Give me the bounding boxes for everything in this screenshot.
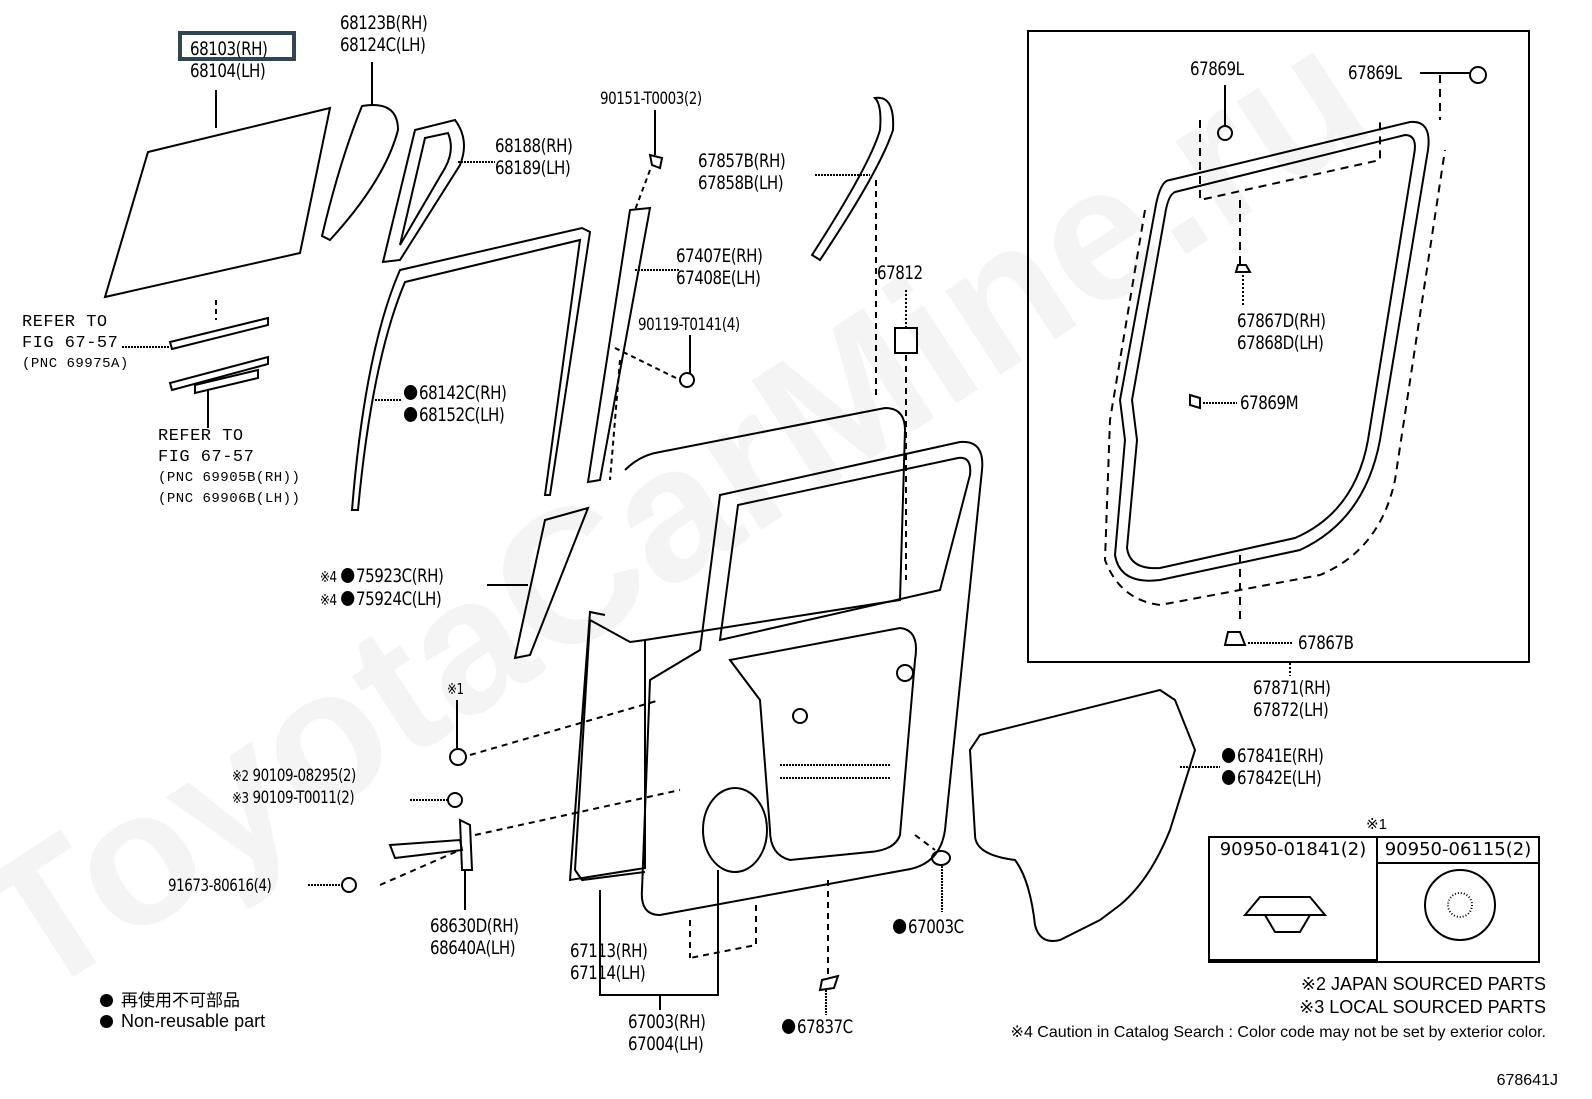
callout-window-screw[interactable]: 90151-T0003(2) xyxy=(600,89,702,109)
plug-table-title: ※1 xyxy=(1366,816,1387,833)
door-glass-shape xyxy=(103,106,332,299)
callout-pad[interactable]: 67812 xyxy=(877,262,923,284)
diagram-code: 678641J xyxy=(1496,1072,1558,1089)
nonreusable-dot-icon xyxy=(893,919,907,934)
callout-check-screw[interactable]: 91673-80616(4) xyxy=(168,876,272,896)
window-frame-channel-shape xyxy=(586,206,652,484)
door-weatherstrip-outline xyxy=(968,688,1197,942)
callout-window-frame-channel[interactable]: 67407E(RH)67408E(LH) xyxy=(676,245,763,289)
callout-clip-l-left[interactable]: 67869L xyxy=(1190,58,1244,80)
pillar-garnish-shape xyxy=(513,506,590,660)
bolt-icon xyxy=(679,372,696,388)
bolt-icon xyxy=(447,792,463,808)
note-japan-sourced: ※2 JAPAN SOURCED PARTS xyxy=(1300,974,1546,994)
legend-jp: 再使用不可部品 xyxy=(100,986,240,1011)
inset-weatherstrip xyxy=(1113,120,1430,582)
inset-weatherstrip xyxy=(1125,133,1416,570)
clip-icon xyxy=(1469,66,1487,84)
leader xyxy=(634,169,651,211)
quarter-weatherstrip-shape xyxy=(381,118,465,264)
callout-pillar-garnish[interactable]: ※4 75923C(RH)※4 75924C(LH) xyxy=(320,565,444,610)
nonreusable-dot-icon xyxy=(782,1019,796,1034)
door-hole xyxy=(896,664,914,682)
clip-icon xyxy=(818,974,840,992)
nonreusable-dot-icon xyxy=(1222,770,1236,785)
door-hole xyxy=(792,708,808,724)
inset-dashes xyxy=(1103,75,1446,625)
nut-icon xyxy=(449,748,467,766)
glass-run-shape xyxy=(350,226,592,511)
bolt-icon xyxy=(341,877,357,893)
quarter-glass-shape xyxy=(320,104,400,242)
nonreusable-dot-icon xyxy=(1222,748,1236,763)
roof-weatherstrip-shape xyxy=(810,96,895,262)
plug-icon-1 xyxy=(1242,896,1328,933)
nonreusable-dot-icon xyxy=(100,994,113,1007)
plug-icon-2-center xyxy=(1447,892,1473,918)
callout-check-bolt[interactable]: ※2 90109-08295(2)※3 90109-T0011(2) xyxy=(232,766,356,808)
screw-icon xyxy=(648,153,664,170)
callout-weatherstrip-assy[interactable]: 67871(RH)67872(LH) xyxy=(1253,677,1331,721)
plug-table-col-2[interactable]: 90950-06115(2) xyxy=(1378,838,1538,864)
weatherstrip-inset-frame xyxy=(1027,30,1530,663)
callout-clip-b[interactable]: 67867B xyxy=(1298,632,1354,654)
nonreusable-dot-icon xyxy=(404,385,418,400)
leader xyxy=(914,834,936,851)
callout-door-outer-panel[interactable]: 67113(RH)67114(LH) xyxy=(570,940,648,984)
nonreusable-dot-icon xyxy=(100,1015,113,1028)
leader xyxy=(689,880,829,975)
callout-clip-d[interactable]: 67867D(RH)67868D(LH) xyxy=(1237,310,1326,354)
pad-shape xyxy=(894,327,918,354)
door-check-shape xyxy=(388,818,474,871)
legend-en: Non-reusable part xyxy=(100,1011,265,1032)
callout-door-clip-837[interactable]: 67837C xyxy=(782,1016,853,1038)
callout-clip-l-right[interactable]: 67869L xyxy=(1348,62,1402,84)
door-service-hole xyxy=(728,626,917,862)
callout-quarter-weatherstrip[interactable]: 68188(RH)68189(LH) xyxy=(495,135,573,179)
clip-icon xyxy=(1217,125,1233,141)
leader xyxy=(780,764,890,779)
note-caution-color: ※4 Caution in Catalog Search : Color cod… xyxy=(1010,1024,1546,1041)
callout-door-panel-assy[interactable]: 67003(RH)67004(LH) xyxy=(628,1011,706,1055)
note-local-sourced: ※3 LOCAL SOURCED PARTS xyxy=(1299,997,1546,1017)
door-outer-shape xyxy=(568,610,646,882)
clip-icon xyxy=(1189,393,1201,410)
callout-roof-weatherstrip[interactable]: 67857B(RH)67858B(LH) xyxy=(698,150,786,194)
leader xyxy=(379,699,681,886)
callout-door-clip-c[interactable]: 67003C xyxy=(893,916,964,938)
callout-plug-ref[interactable]: ※1 xyxy=(447,680,464,698)
callout-service-hole-cover[interactable]: 67841E(RH)67842E(LH) xyxy=(1222,745,1324,789)
plug-icon-2 xyxy=(1424,869,1496,941)
speaker-hole xyxy=(702,787,768,873)
callout-quarter-glass[interactable]: 68123B(RH)68124C(LH) xyxy=(340,12,428,56)
clip-icon xyxy=(1223,631,1247,646)
clip-icon xyxy=(1234,264,1252,273)
belt-molding-strip xyxy=(168,355,269,395)
callout-glass[interactable]: 68103(RH)68104(LH) xyxy=(190,38,268,82)
callout-clip-m[interactable]: 67869M xyxy=(1240,392,1299,414)
clip-icon xyxy=(931,850,951,866)
callout-glass-run[interactable]: 68142C(RH)68152C(LH) xyxy=(404,382,507,426)
belt-molding-strip xyxy=(168,316,269,351)
callout-door-check[interactable]: 68630D(RH)68640A(LH) xyxy=(430,915,519,959)
callout-channel-bolt[interactable]: 90119-T0141(4) xyxy=(638,315,740,335)
door-window-opening xyxy=(718,456,972,642)
nonreusable-dot-icon xyxy=(404,407,418,422)
door-inner-shape xyxy=(640,440,984,917)
nonreusable-dot-icon xyxy=(340,591,355,606)
nonreusable-dot-icon xyxy=(340,568,355,583)
door-outer-shape xyxy=(573,406,907,882)
plug-table: 90950-01841(2) 90950-06115(2) xyxy=(1208,836,1540,963)
leader xyxy=(875,180,907,580)
leader xyxy=(609,347,681,481)
plug-table-col-1[interactable]: 90950-01841(2) xyxy=(1210,838,1378,961)
